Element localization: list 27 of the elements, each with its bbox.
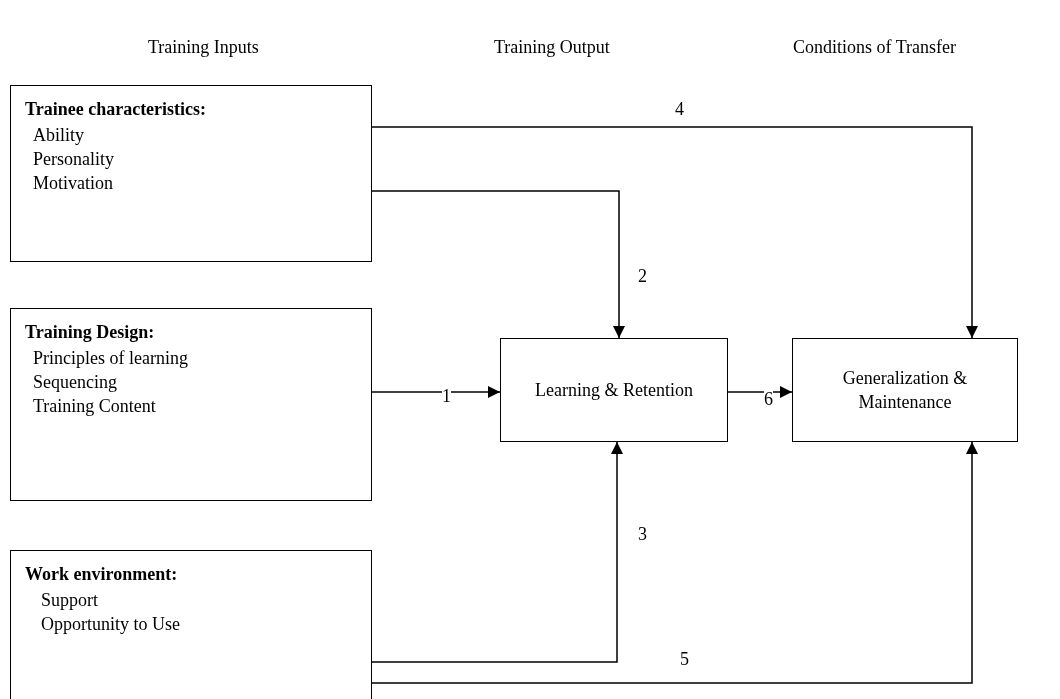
box-label: Learning & Retention [534,379,694,402]
list-item: Training Content [33,395,156,417]
column-heading: Training Output [494,36,610,58]
arrow [371,386,501,398]
list-item: Ability [33,124,84,146]
list-item: Motivation [33,172,113,194]
list-item: Principles of learning [33,347,188,369]
list-item: Support [41,589,98,611]
column-heading: Conditions of Transfer [793,36,956,58]
process-box [10,85,372,262]
list-item: Opportunity to Use [41,613,180,635]
list-item: Personality [33,148,114,170]
process-box [500,338,728,442]
arrow [371,441,978,684]
box-label: Generalization & Maintenance [841,367,969,414]
column-heading: Training Inputs [148,36,259,58]
process-box [792,338,1018,442]
list-item: Sequencing [33,371,117,393]
arrow [371,126,978,339]
arrow [371,190,625,339]
process-box [10,308,372,501]
process-box [10,550,372,699]
arrow [371,441,623,663]
box-heading: Training Design: [25,321,155,343]
box-heading: Trainee characteristics: [25,98,207,120]
arrow [727,386,793,398]
box-heading: Work environment: [25,563,178,585]
